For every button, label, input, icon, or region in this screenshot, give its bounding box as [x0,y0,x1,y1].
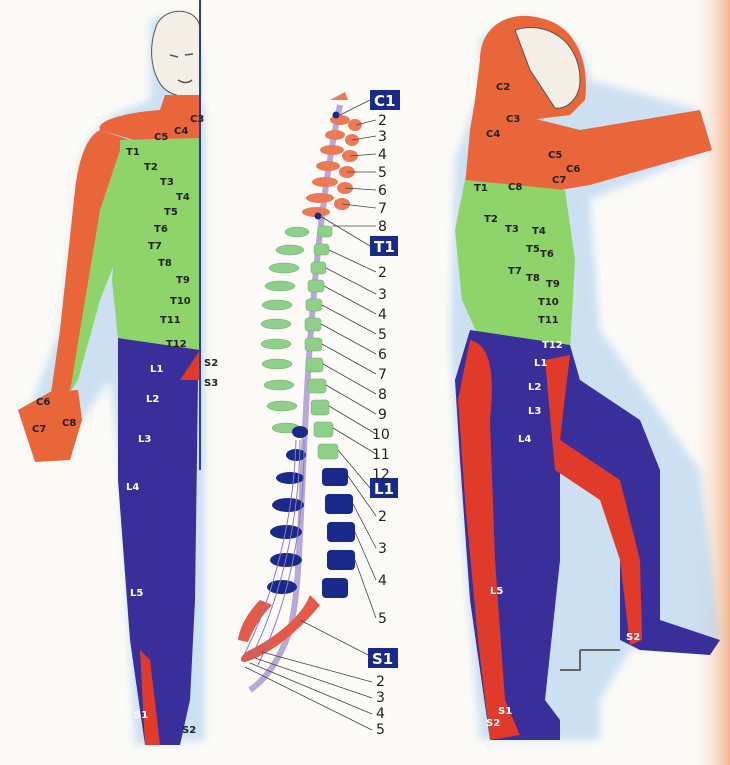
front-label: T12 [166,339,187,350]
side-label: L1 [534,358,547,369]
thoracic-number: 3 [378,287,387,303]
thoracic-vertebrae [261,226,338,459]
lumbar-vertebrae [267,426,355,598]
side-label: L2 [528,382,541,393]
cervical-number: 3 [378,129,387,145]
thoracic-number: 12 [372,467,390,483]
side-label: C7 [552,175,566,186]
thoracic-number: 11 [372,447,390,463]
lumbar-number: 5 [378,611,387,627]
thoracic-number: 8 [378,387,387,403]
front-label: S2 [182,725,196,736]
side-label: C8 [508,182,522,193]
sacral-number: 4 [376,706,385,722]
front-label: L4 [126,482,139,493]
sacral-number: 3 [376,690,385,706]
side-label: T4 [532,226,546,237]
thoracic-number: 4 [378,307,387,323]
thoracic-number: 10 [372,427,390,443]
front-label: T8 [158,258,172,269]
front-label: S2 [204,358,218,369]
side-label: T1 [474,183,488,194]
front-label: C7 [32,424,46,435]
side-label: T6 [540,249,554,260]
side-label: S2 [486,718,500,729]
front-label: T9 [176,275,190,286]
front-label: C4 [174,126,188,137]
front-label: T1 [126,147,140,158]
side-label: T11 [538,315,559,326]
thoracic-number: 7 [378,367,387,383]
side-label: C3 [506,114,520,125]
front-label: T4 [176,192,190,203]
cervical-number: 8 [378,219,387,235]
thoracic-number: 2 [378,265,387,281]
front-label: L3 [138,434,151,445]
side-label: T3 [505,224,519,235]
side-label: C4 [486,129,500,140]
cervical-number: 7 [378,201,387,217]
side-label: L4 [518,434,531,445]
sacral-number: 5 [376,722,385,738]
front-figure [18,0,205,745]
front-label: T6 [154,224,168,235]
front-label: C3 [190,114,204,125]
spine-numbers: 2 3 4 5 6 7 8 2 3 4 5 6 7 8 9 10 11 12 2… [372,113,390,738]
front-label: T7 [148,241,162,252]
side-label: T9 [546,279,560,290]
front-label: C6 [36,397,50,408]
cervical-number: 6 [378,183,387,199]
side-label: T2 [484,214,498,225]
side-label: C5 [548,150,562,161]
spine-header-t1: T1 [374,238,395,256]
cervical-number: 2 [378,113,387,129]
side-label: T7 [508,266,522,277]
front-label: C5 [154,132,168,143]
side-label: S1 [498,706,512,717]
thoracic-number: 6 [378,347,387,363]
cervical-vertebrae [302,92,362,217]
thoracic-number: 5 [378,327,387,343]
lumbar-number: 2 [378,509,387,525]
front-label: T5 [164,207,178,218]
side-label: C2 [496,82,510,93]
spine-header-s1: S1 [372,650,393,668]
side-label: T10 [538,297,559,308]
front-label: T11 [160,315,181,326]
front-label: T3 [160,177,174,188]
front-label: C8 [62,418,76,429]
side-label: C6 [566,164,580,175]
spine: C1 T1 L1 S1 2 3 4 5 6 7 8 2 3 4 5 6 7 8 … [238,90,400,738]
side-figure [450,16,720,740]
front-label: S1 [134,710,148,721]
front-label: T10 [170,296,191,307]
cervical-number: 5 [378,165,387,181]
front-label: L5 [130,588,143,599]
thoracic-number: 9 [378,407,387,423]
front-label: S3 [204,378,218,389]
cervical-number: 4 [378,147,387,163]
side-label: L5 [490,586,503,597]
side-label: T8 [526,273,540,284]
sacral-number: 2 [376,674,385,690]
front-label: T2 [144,162,158,173]
lumbar-number: 3 [378,541,387,557]
c1-marker [333,112,340,119]
side-label: L3 [528,406,541,417]
side-label: T5 [526,244,540,255]
lumbar-number: 4 [378,573,387,589]
front-label: L2 [146,394,159,405]
front-label: L1 [150,364,163,375]
side-label: S2 [626,632,640,643]
side-label: T12 [542,340,563,351]
spine-header-c1: C1 [374,92,395,110]
